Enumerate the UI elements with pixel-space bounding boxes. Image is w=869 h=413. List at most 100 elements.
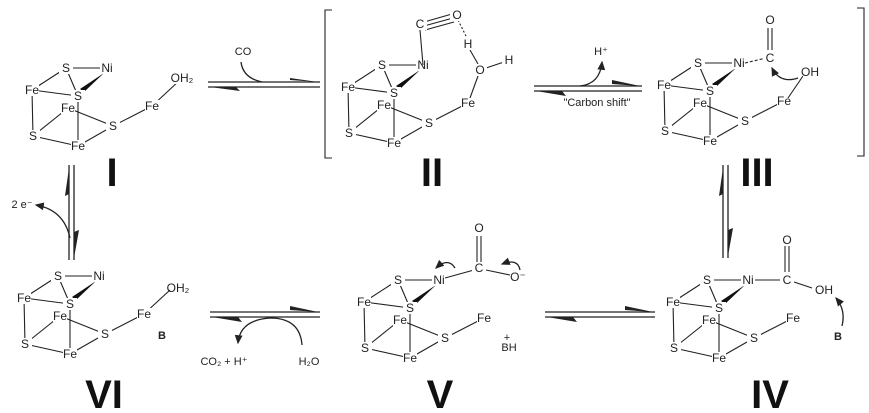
iron-atom: Fe (17, 291, 31, 305)
bond (423, 13, 453, 23)
sulfur-atom: S (361, 341, 369, 355)
water-ligand: OH₂ (167, 281, 190, 295)
bond (663, 84, 711, 92)
bond (424, 21, 455, 31)
product-h-plus: H⁺ (594, 46, 608, 58)
bond (419, 29, 424, 66)
iron-atom: Fe (702, 313, 716, 327)
iron-atom: Fe (703, 134, 717, 148)
bond (744, 57, 767, 64)
bond (672, 301, 720, 309)
water-ligand: OH₂ (171, 71, 194, 85)
bond (469, 49, 479, 65)
bond (708, 319, 755, 339)
bond (67, 107, 114, 127)
iron-atom: Fe (341, 80, 355, 94)
plus-sign: + (504, 332, 510, 344)
bond (347, 86, 350, 134)
sulfur-atom: S (66, 297, 74, 311)
iron-atom: Fe (393, 313, 407, 327)
equilibrium-arrow-I-II: CO (208, 46, 320, 91)
left-bracket (324, 9, 332, 159)
nickel-atom: Ni (93, 269, 104, 283)
iron-atom: Fe (61, 101, 75, 115)
equilibrium-arrow-III-IV (719, 165, 733, 258)
sulfur-atom: S (441, 331, 449, 345)
sulfur-atom: S (101, 327, 109, 341)
reagent-water: H₂O (299, 356, 320, 368)
iron-atom: Fe (387, 136, 401, 150)
equilibrium-arrow-I-VI: 2 e⁻ (11, 165, 79, 260)
hydroxide-ligand: OH (801, 65, 819, 79)
sulfur-atom: S (715, 301, 723, 315)
bond (383, 104, 430, 124)
sulfur-atom: S (378, 58, 386, 72)
sulfur-atom: S (109, 119, 117, 133)
bond (363, 301, 411, 309)
sulfur-atom: S (74, 89, 82, 103)
iron-atom: Fe (377, 98, 391, 112)
iron-atom: Fe (712, 351, 726, 365)
bond (31, 89, 79, 97)
carbon-atom: C (475, 261, 484, 275)
nickel-atom: Ni (742, 273, 753, 287)
sulfur-atom: S (54, 269, 62, 283)
bond (23, 297, 26, 345)
wedge-bond (412, 285, 436, 304)
iron-atom: Fe (461, 96, 475, 110)
iron-atom: Fe (145, 99, 159, 113)
oxygen-atom: O (474, 221, 483, 235)
bond (23, 297, 71, 305)
bond (664, 130, 711, 142)
sulfur-atom: S (425, 116, 433, 130)
compound-number: IV (751, 373, 789, 413)
sulfur-atom: S (394, 273, 402, 287)
hydrogen-atom: H (505, 53, 514, 67)
iron-atom: Fe (137, 307, 151, 321)
wedge-bond (721, 285, 745, 304)
carbon-atom: C (783, 273, 792, 287)
iron-atom: Fe (53, 309, 67, 323)
bond (793, 281, 813, 289)
sulfur-atom: S (345, 126, 353, 140)
bond (348, 132, 395, 144)
nickel-atom: Ni (733, 56, 744, 70)
sulfur-atom: S (390, 86, 398, 100)
bond (787, 75, 804, 99)
bond (672, 301, 675, 349)
base-label: B (158, 330, 166, 342)
oxygen-atom: O (782, 233, 791, 247)
compound-number: I (106, 151, 117, 195)
bond (364, 347, 411, 359)
protonated-base: BH (501, 342, 516, 354)
sulfur-atom: S (406, 301, 414, 315)
bond (485, 269, 511, 276)
bond (363, 301, 366, 349)
bond (699, 102, 746, 122)
bond (457, 19, 467, 37)
bond (32, 135, 79, 147)
iron-atom: Fe (693, 96, 707, 110)
equilibrium-arrow-V-IV (545, 306, 655, 322)
sulfur-atom: S (62, 61, 70, 75)
compound-number: III (740, 151, 773, 195)
product-2-electrons: 2 e⁻ (11, 199, 32, 211)
wedge-bond (80, 73, 104, 92)
wedge-bond (72, 281, 96, 300)
bond (59, 315, 106, 335)
iron-atom: Fe (63, 347, 77, 361)
nickel-atom: Ni (101, 61, 112, 75)
bond (485, 61, 505, 69)
bond (423, 17, 454, 27)
oxygen-atom: O (765, 13, 774, 27)
sulfur-atom: S (661, 124, 669, 138)
bond (347, 86, 395, 94)
base-label: B (834, 331, 842, 343)
bond (24, 343, 71, 355)
bond (663, 84, 666, 132)
